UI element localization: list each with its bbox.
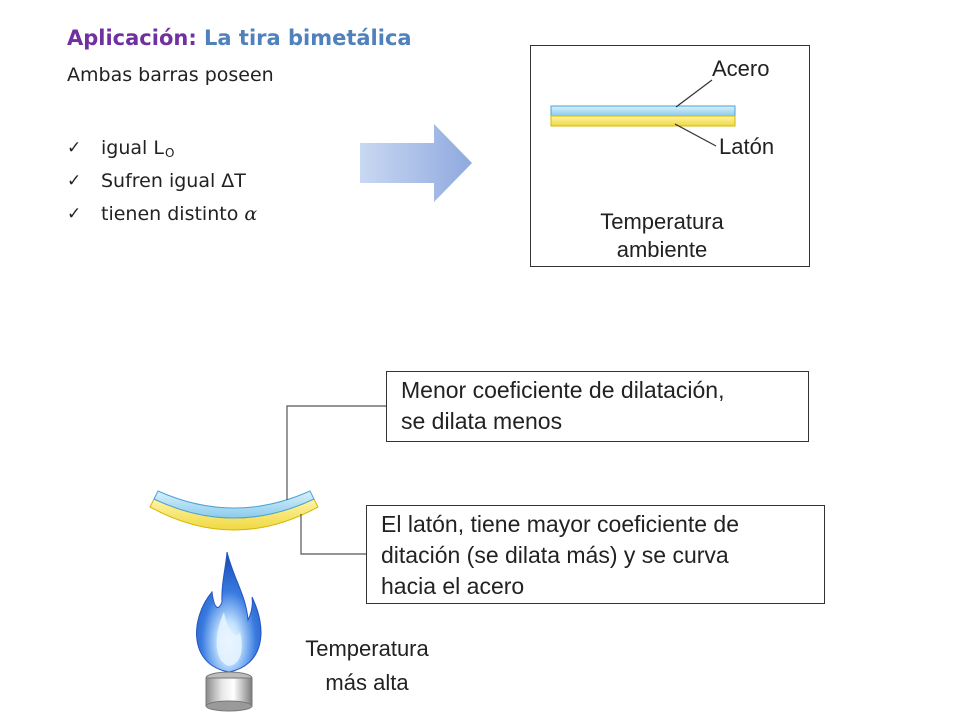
laton-leader-line [674, 123, 717, 147]
title-prefix: Aplicación: [67, 26, 197, 50]
flame-inner [216, 612, 242, 666]
connector-bottom [300, 514, 366, 555]
callout-steel: Menor coeficiente de dilatación, se dila… [386, 371, 809, 442]
list-item-text: tienen distinto [101, 203, 239, 225]
caption-room-temperature: Temperatura ambiente [577, 208, 747, 264]
list-item-subscript: O [164, 146, 175, 160]
acero-leader-line [675, 79, 713, 108]
list-item-text: Sufren igual ΔT [101, 170, 246, 192]
page-title: Aplicación: La tira bimetálica [67, 26, 412, 50]
label-laton: Latón [719, 134, 775, 159]
bent-bimetal-strip [149, 490, 319, 531]
check-icon: ✓ [67, 204, 82, 224]
list-item: ✓ Sufren igual ΔT [67, 165, 257, 198]
caption-line: más alta [325, 670, 409, 695]
caption-line: ambiente [616, 237, 708, 262]
arrow-right-icon [360, 124, 472, 202]
callout-line: El latón, tiene mayor coeficiente de [381, 511, 739, 537]
bent-steel-layer [153, 490, 315, 519]
callout-brass: El latón, tiene mayor coeficiente de dit… [366, 505, 825, 604]
alpha-symbol: α [244, 203, 258, 225]
label-acero: Acero [712, 56, 770, 81]
room-temperature-panel [530, 45, 810, 267]
burner-icon [205, 671, 253, 712]
callout-line: Menor coeficiente de dilatación, [401, 377, 725, 403]
flame-icon [196, 551, 262, 673]
callout-line: se dilata menos [401, 408, 563, 434]
caption-line: Temperatura [600, 209, 724, 234]
title-text: La tira bimetálica [196, 26, 412, 50]
check-icon: ✓ [67, 171, 82, 191]
callout-line: hacia el acero [381, 573, 525, 599]
brass-layer [550, 115, 736, 127]
list-item-text: igual L [101, 137, 164, 159]
check-icon: ✓ [67, 138, 82, 158]
intro-text: Ambas barras poseen [67, 64, 274, 86]
caption-line: Temperatura [305, 636, 429, 661]
caption-high-temperature: Temperatura más alta [282, 632, 452, 700]
straight-bimetal-strip [550, 105, 736, 127]
connector-top [286, 405, 386, 500]
callout-line: ditación (se dilata más) y se curva [381, 542, 729, 568]
